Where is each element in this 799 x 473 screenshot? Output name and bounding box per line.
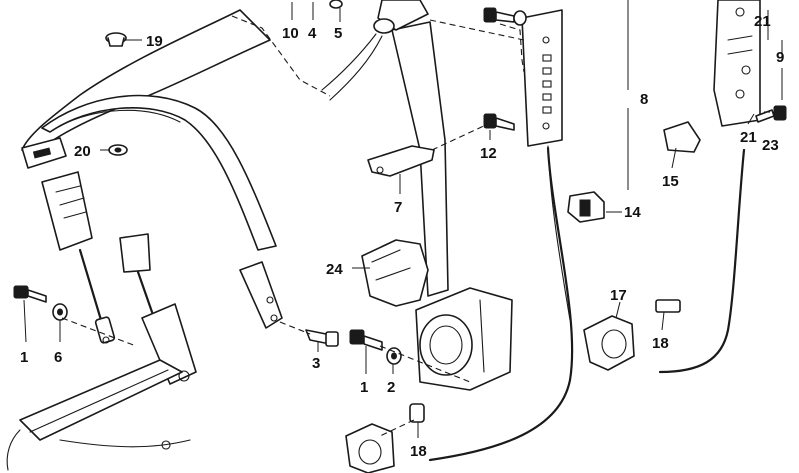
- height-adjuster-rail: [521, 9, 571, 321]
- callout-8: 8: [640, 91, 648, 108]
- bolt-top: [483, 7, 527, 26]
- callout-7: 7: [394, 199, 402, 216]
- bolt-23: [755, 105, 787, 123]
- bolt-12: [483, 113, 515, 131]
- assembly-dash-lines: [61, 15, 774, 437]
- retractor-webbing: [321, 0, 449, 297]
- bracket-7: [367, 145, 435, 177]
- belt-webbing-left: [21, 9, 277, 251]
- callout-17: 17: [610, 287, 627, 304]
- callout-4: 4: [308, 25, 317, 42]
- rail-buckle-assembly: [6, 233, 197, 471]
- bracket-24: [361, 239, 429, 307]
- callout-18-right: 18: [652, 335, 669, 352]
- callout-12: 12: [480, 145, 497, 162]
- cable-end-18: [655, 299, 681, 313]
- washer-20: [108, 144, 128, 156]
- callout-20: 20: [74, 143, 91, 160]
- leader-lines: [23, 0, 783, 438]
- callout-15: 15: [662, 173, 679, 190]
- belt-anchor-plate: [239, 261, 283, 329]
- callout-23: 23: [762, 137, 779, 154]
- retractor-housing: [415, 287, 513, 391]
- cap-19: [105, 32, 127, 47]
- washer-2: [386, 347, 402, 365]
- callout-2: 2: [387, 379, 395, 396]
- stalk-buckle: [41, 171, 116, 344]
- callout-3: 3: [312, 355, 320, 372]
- bracket-17: [583, 315, 635, 371]
- bracket-9: [713, 0, 761, 127]
- bolt-3: [305, 329, 339, 347]
- belt-tongue-upper: [21, 137, 67, 169]
- callout-labels: 19 20 10 4 5 21 9 8 12 21 23 15 7 14 24 …: [20, 13, 784, 460]
- clip-14: [567, 191, 605, 223]
- callout-10: 10: [282, 25, 299, 42]
- pin-18: [409, 403, 425, 423]
- callout-21-bottom: 21: [740, 129, 757, 146]
- washer-6: [52, 303, 68, 321]
- callout-1-center: 1: [360, 379, 368, 396]
- callout-24: 24: [326, 261, 343, 278]
- clip-15: [663, 121, 701, 153]
- bowden-cables: [428, 146, 746, 462]
- bolt-1-left: [13, 285, 47, 303]
- callout-21-top: 21: [754, 13, 771, 30]
- nut-5: [329, 0, 343, 9]
- callout-9: 9: [776, 49, 784, 66]
- lower-bracket: [345, 423, 395, 473]
- callout-18-bottom: 18: [410, 443, 427, 460]
- callout-5: 5: [334, 25, 342, 42]
- bolt-1-center: [349, 329, 383, 351]
- callout-14: 14: [624, 204, 641, 221]
- callout-1-left: 1: [20, 349, 28, 366]
- callout-6: 6: [54, 349, 62, 366]
- callout-19: 19: [146, 33, 163, 50]
